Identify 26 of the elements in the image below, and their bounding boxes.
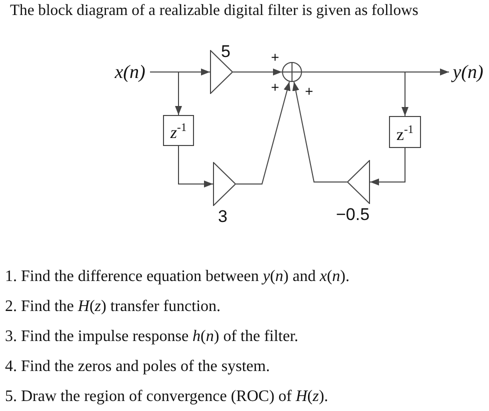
signal-label: y(n) xyxy=(449,60,487,84)
arrow xyxy=(178,146,214,188)
sign-label: + xyxy=(271,50,280,64)
gain-value: −0.5 xyxy=(336,206,370,223)
summing-junction xyxy=(282,62,302,82)
gain-value: 5 xyxy=(221,43,230,60)
question-text: 1. Find the difference equation between y(n) and x(n). xyxy=(5,268,350,286)
question-text: 4. Find the zeros and poles of the system. xyxy=(5,358,270,376)
sign-label: + xyxy=(271,80,280,94)
arrow xyxy=(236,81,290,184)
gain-value: 3 xyxy=(218,208,228,225)
arrow xyxy=(232,68,282,76)
arrow xyxy=(292,81,348,182)
gain-triangle xyxy=(213,162,236,206)
title: The block diagram of a realizable digital filter is given as follows xyxy=(10,2,418,20)
question-text: 2. Find the H(z) transfer function. xyxy=(5,298,221,316)
gain-triangle xyxy=(347,160,370,204)
arrow xyxy=(302,72,408,116)
question-text: 5. Draw the region of convergence (ROC) of H(z). xyxy=(5,388,328,406)
sign-label: + xyxy=(305,84,314,98)
delay-box: z$^{-1}$ xyxy=(389,116,421,148)
arrow xyxy=(370,148,406,186)
delay-box: z$^{-1}$ xyxy=(163,115,194,146)
signal-label: x(n) xyxy=(110,60,150,84)
arrow xyxy=(150,72,182,116)
question-text: 3. Find the impulse response h(n) of the filter. xyxy=(5,328,298,346)
